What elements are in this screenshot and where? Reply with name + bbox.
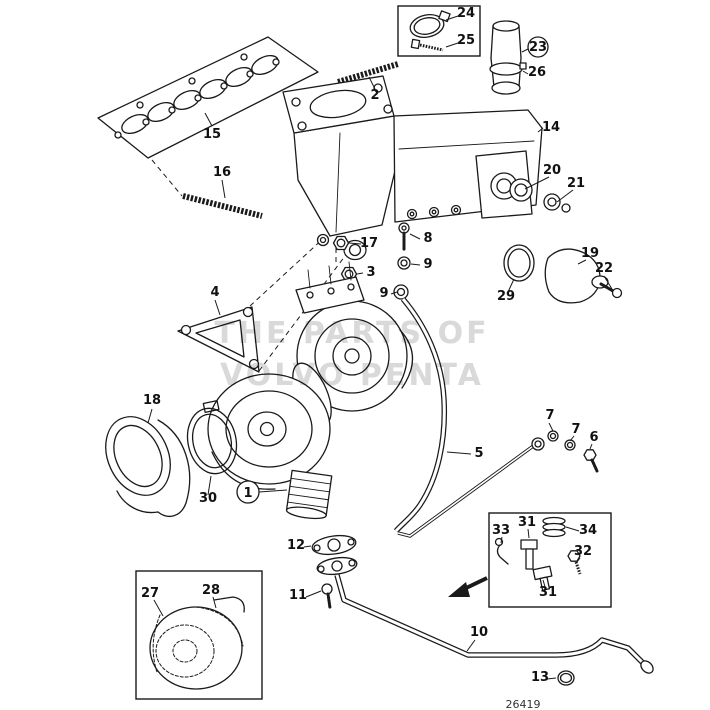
callout-31b: 31: [539, 585, 557, 600]
watermark: THE PARTS OF VOLVO PENTA: [214, 316, 489, 393]
callout-19: 19: [581, 246, 599, 261]
callout-34: 34: [579, 523, 597, 538]
callout-27: 27: [141, 586, 159, 601]
part-o-ring-13: [557, 670, 575, 686]
callout-9b: 9: [379, 286, 388, 301]
inset-box-clamp: [397, 5, 481, 57]
callout-1: 1: [243, 486, 252, 501]
part-bolt-11: [321, 583, 333, 610]
callout-17: 17: [360, 236, 378, 251]
callout-30: 30: [199, 491, 217, 506]
figure-number: 26419: [506, 698, 541, 710]
callout-20: 20: [543, 163, 561, 178]
part-vent-pipe: [393, 297, 448, 533]
callout-13: 13: [531, 670, 549, 685]
part-drain-pipe: [334, 574, 654, 674]
callout-2: 2: [370, 88, 379, 103]
part-stud-2: [337, 61, 399, 85]
callout-6: 6: [589, 430, 598, 445]
callout-21: 21: [567, 176, 585, 191]
callout-28: 28: [202, 583, 220, 598]
callout-14: 14: [542, 120, 560, 135]
callout-3: 3: [366, 265, 375, 280]
part-hose-elbow: [105, 416, 191, 518]
callout-10: 10: [470, 625, 488, 640]
callout-7b: 7: [571, 422, 580, 437]
part-thermostat-cover: [503, 244, 623, 304]
part-feed-pipe: [397, 442, 538, 538]
callout-26: 26: [528, 65, 546, 80]
part-manifold-gasket: [97, 36, 319, 159]
callout-9a: 9: [423, 257, 432, 272]
part-turbo-gasket: [177, 306, 260, 373]
callout-circle-1: [236, 480, 260, 504]
part-hardware-column: [332, 222, 411, 300]
callout-circle-23: [527, 36, 549, 58]
callout-32: 32: [574, 544, 592, 559]
part-stud-16: [182, 193, 263, 219]
watermark-line1: THE PARTS OF: [214, 316, 489, 351]
part-turbocharger: [207, 261, 414, 520]
inset-box-clamps-kit: [488, 512, 612, 608]
part-connection-pipe: [489, 20, 527, 95]
leader-lines: [147, 15, 613, 680]
watermark-line2: VOLVO PENTA: [220, 358, 484, 393]
callout-23: 23: [529, 40, 547, 55]
part-exhaust-manifold: [282, 75, 543, 261]
callouts: 1 2 3 4 5 6 7 7 8 9 9 10 11 12 13 14 15 …: [141, 6, 613, 685]
callout-7a: 7: [545, 408, 554, 423]
kit-location-arrow: [448, 576, 488, 597]
callout-8: 8: [423, 231, 432, 246]
callout-11: 11: [289, 588, 307, 603]
callout-16: 16: [213, 165, 231, 180]
callout-15: 15: [203, 127, 221, 142]
inset-box-housing: [135, 570, 263, 700]
part-thermostat: [509, 178, 571, 213]
callout-12: 12: [287, 538, 305, 553]
callout-33: 33: [492, 523, 510, 538]
callout-18: 18: [143, 393, 161, 408]
part-drain-flange: [311, 534, 358, 576]
callout-5: 5: [474, 446, 483, 461]
callout-4: 4: [210, 285, 219, 300]
part-hose-clamp: [186, 399, 238, 475]
part-banjo-hardware: [531, 430, 599, 473]
callout-25: 25: [457, 33, 475, 48]
callout-31a: 31: [518, 515, 536, 530]
callout-22: 22: [595, 261, 613, 276]
callout-29: 29: [497, 289, 515, 304]
callout-24: 24: [457, 6, 475, 21]
